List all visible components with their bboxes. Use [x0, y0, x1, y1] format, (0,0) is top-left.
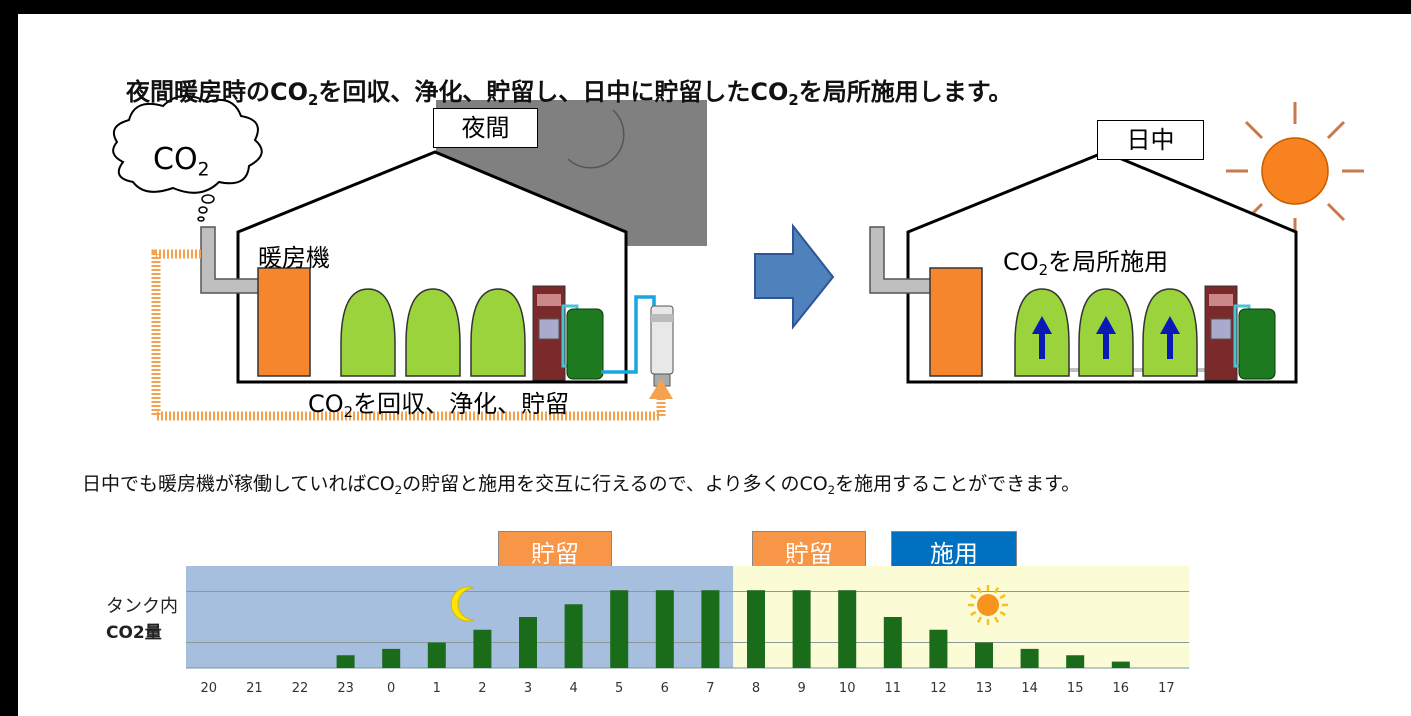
night-co2-unit	[532, 285, 604, 381]
chart-bar	[564, 604, 583, 668]
day-greenhouse	[906, 150, 1298, 384]
x-tick-label: 14	[1021, 681, 1038, 696]
headline: 夜間暖房時のCO2を回収、浄化、貯留し、日中に貯留したCO2を局所施用します。	[126, 78, 1013, 110]
night-label: 夜間	[433, 108, 538, 148]
chart-bar	[427, 642, 446, 668]
chart-sun-icon	[968, 585, 1008, 625]
heater-label: 暖房機	[258, 244, 330, 272]
x-tick-label: 11	[885, 681, 902, 696]
chart-bar	[473, 629, 492, 668]
night-plant	[340, 288, 396, 377]
night-pipe	[601, 295, 656, 374]
chart-bar	[975, 642, 993, 668]
chart-ylabel-line2: CO2量	[106, 623, 162, 643]
x-tick-label: 5	[615, 681, 623, 696]
chart-bar	[1111, 661, 1130, 668]
x-tick-label: 13	[976, 681, 993, 696]
chart-bar	[610, 590, 629, 668]
chart-bar	[701, 590, 720, 668]
chart-bar	[519, 617, 537, 668]
x-tick-label: 9	[797, 681, 805, 696]
co2-flow-path	[151, 249, 666, 421]
note-text: 日中でも暖房機が稼働していればCO2の貯留と施用を交互に行えるので、より多くのC…	[82, 473, 1081, 498]
x-tick-label: 0	[387, 681, 395, 696]
day-label: 日中	[1097, 120, 1204, 160]
x-tick-label: 6	[661, 681, 669, 696]
day-co2-unit	[1204, 285, 1276, 381]
diagram-panel: 夜間暖房時のCO2を回収、浄化、貯留し、日中に貯留したCO2を局所施用します。 …	[18, 14, 1411, 716]
x-tick-label: 8	[752, 681, 760, 696]
x-tick-label: 20	[201, 681, 218, 696]
chart-ylabel-line1: タンク内	[106, 596, 178, 617]
day-plant	[1142, 288, 1198, 377]
night-greenhouse	[236, 150, 628, 384]
day-heater	[929, 267, 983, 377]
x-tick-label: 2	[478, 681, 486, 696]
flow-label: CO2を回収、浄化、貯留	[308, 390, 570, 422]
x-tick-label: 1	[433, 681, 441, 696]
blue-arrow-icon	[754, 223, 835, 330]
chart-bar	[1020, 648, 1039, 668]
x-tick-label: 12	[930, 681, 947, 696]
chart-bar	[655, 590, 674, 668]
chart-bar	[336, 655, 355, 668]
apply-label: CO2を局所施用	[1003, 248, 1169, 280]
x-tick-label: 23	[337, 681, 354, 696]
scene-illustration	[112, 95, 1364, 421]
co2-flow-arrowhead	[649, 379, 673, 399]
chart-bar	[883, 617, 902, 668]
storage-tank	[650, 305, 674, 387]
x-tick-label: 10	[839, 681, 856, 696]
day-plant	[1014, 288, 1070, 377]
chart-bar	[929, 629, 948, 668]
cloud-puff	[198, 206, 208, 214]
chart-bar	[1066, 655, 1085, 668]
x-tick-label: 3	[524, 681, 532, 696]
cloud-puff	[201, 194, 215, 204]
x-tick-label: 17	[1158, 681, 1175, 696]
night-heater	[257, 267, 311, 377]
cloud-puff	[197, 216, 205, 222]
x-tick-label: 22	[292, 681, 309, 696]
x-tick-label: 4	[569, 681, 577, 696]
chart-bar	[838, 590, 857, 668]
cloud-co2-text: CO2	[153, 142, 210, 181]
x-tick-label: 16	[1113, 681, 1130, 696]
chart-moon-icon	[450, 586, 475, 622]
sun-icon	[1226, 102, 1364, 240]
x-tick-label: 15	[1067, 681, 1084, 696]
x-tick-label: 21	[246, 681, 263, 696]
night-plant	[470, 288, 526, 377]
day-plant	[1078, 288, 1134, 377]
chart-bar	[792, 590, 811, 668]
chart-bar	[382, 648, 401, 668]
night-plant	[405, 288, 461, 377]
chart-bar	[747, 590, 765, 668]
moon-icon	[567, 109, 625, 169]
x-tick-label: 7	[706, 681, 714, 696]
cloud-icon	[112, 95, 263, 194]
